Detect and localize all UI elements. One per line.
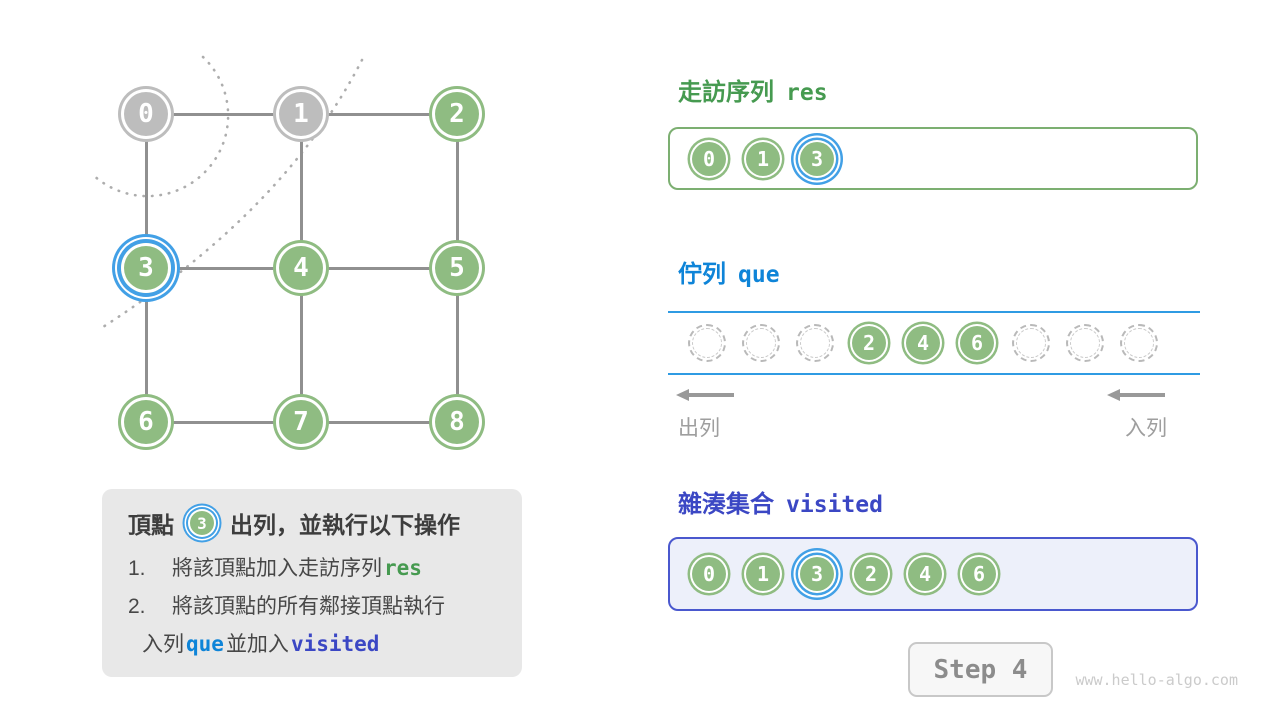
queue-title-code: que: [738, 262, 780, 288]
graph-node-8: 8: [432, 397, 482, 447]
graph-node-5: 5: [432, 243, 482, 293]
graph-node-2: 2: [432, 89, 482, 139]
note-code-token: visited: [290, 632, 380, 656]
value-circle: 0: [690, 555, 728, 593]
note-code-token: que: [186, 632, 224, 656]
note-line-3: 入列 que 並加入 visited: [128, 632, 522, 657]
graph-node-7: 7: [276, 397, 326, 447]
queue-slot-empty-slot: [1010, 322, 1052, 364]
queue-section-title: 佇列 que: [678, 254, 780, 289]
queue-title-zh: 佇列: [678, 261, 726, 288]
empty-slot-icon: [1120, 324, 1158, 362]
queue-slot-circle-2: 2: [848, 322, 890, 364]
value-circle: 6: [958, 324, 996, 362]
empty-slot-icon: [1012, 324, 1050, 362]
enqueue-label: 入列: [1125, 417, 1167, 440]
note-text: 入列: [142, 633, 184, 656]
note-title-suffix: 出列，並執行以下操作: [230, 512, 460, 538]
visited-item-circle-3: 3: [796, 553, 838, 595]
graph-node-3: 3: [121, 243, 171, 293]
value-circle: 2: [850, 324, 888, 362]
note-text: 並加入: [225, 633, 289, 656]
note-title-prefix: 頂點: [128, 512, 174, 538]
note-line-number: 1.: [128, 557, 146, 580]
value-circle: 3: [798, 139, 836, 178]
res-item-circle-1: 1: [742, 138, 784, 180]
graph-edge-3-4: [146, 266, 301, 270]
note-line-2: 2. 將該頂點的所有鄰接頂點執行: [128, 594, 522, 619]
queue-slot-empty-slot: [1064, 322, 1106, 364]
empty-slot-icon: [796, 324, 834, 362]
empty-slot-icon: [742, 324, 780, 362]
note-code-token: res: [384, 556, 422, 580]
queue-slot-empty-slot: [740, 322, 782, 364]
queue-slot-empty-slot: [686, 322, 728, 364]
graph-edge-0-3: [144, 114, 148, 268]
watermark: www.hello-algo.com: [1075, 671, 1238, 689]
visited-item-circle-4: 4: [904, 553, 946, 595]
visited-item-circle-2: 2: [850, 553, 892, 595]
res-item-circle-0: 0: [688, 138, 730, 180]
graph-node-4: 4: [276, 243, 326, 293]
queue-slot-empty-slot: [794, 322, 836, 364]
value-circle: 4: [904, 324, 942, 362]
visited-title-zh: 雜湊集合: [678, 491, 774, 518]
queue-slot-empty-slot: [1118, 322, 1160, 364]
queue-slot-circle-6: 6: [956, 322, 998, 364]
graph-edge-0-1: [146, 112, 301, 116]
note-line-number: 2.: [128, 595, 146, 618]
graph-node-1: 1: [276, 89, 326, 139]
note-title: 頂點 3 出列，並執行以下操作: [128, 503, 522, 543]
bfs-layer-arc-inner: [90, 55, 230, 198]
note-text: 將該頂點加入走訪序列: [172, 557, 382, 580]
visited-title-code: visited: [786, 492, 883, 518]
graph-edge-4-7: [299, 268, 303, 422]
value-circle: 4: [906, 555, 944, 593]
res-item-circle-3: 3: [796, 138, 838, 180]
graph-edge-7-8: [301, 420, 457, 424]
note-text: 將該頂點的所有鄰接頂點執行: [172, 595, 445, 618]
empty-slot-icon: [1066, 324, 1104, 362]
empty-slot-icon: [688, 324, 726, 362]
res-title-zh: 走訪序列: [678, 79, 774, 106]
res-title-code: res: [786, 80, 828, 106]
res-section-title: 走訪序列 res: [678, 72, 828, 107]
dequeue-arrow-icon: [676, 389, 734, 401]
graph-edge-3-6: [144, 268, 148, 422]
queue-slot-circle-4: 4: [902, 322, 944, 364]
dequeue-label: 出列: [678, 417, 720, 440]
visited-item-circle-6: 6: [958, 553, 1000, 595]
step-badge: Step 4: [908, 642, 1053, 697]
note-box: 頂點 3 出列，並執行以下操作 1. 將該頂點加入走訪序列 res 2. 將該頂點的所…: [102, 489, 522, 677]
graph-edge-2-5: [455, 114, 459, 268]
graph-node-0: 0: [121, 89, 171, 139]
note-line-1: 1. 將該頂點加入走訪序列 res: [128, 556, 522, 581]
bfs-layer-arcs: [90, 55, 364, 329]
graph-node-6: 6: [121, 397, 171, 447]
graph-edge-6-7: [146, 420, 301, 424]
graph-edge-4-5: [301, 266, 457, 270]
visited-section-title: 雜湊集合 visited: [678, 484, 883, 519]
note-lines: 1. 將該頂點加入走訪序列 res 2. 將該頂點的所有鄰接頂點執行入列 que 並加…: [128, 556, 522, 657]
value-circle: 6: [960, 555, 998, 593]
graph-edge-1-2: [301, 112, 457, 116]
graph: 0 1 2 3 4 5 6 7 8: [0, 0, 560, 480]
value-circle: 0: [690, 139, 728, 178]
graph-edge-1-4: [299, 114, 303, 268]
value-circle: 1: [744, 139, 782, 178]
graph-edge-5-8: [455, 268, 459, 422]
value-circle: 2: [852, 555, 890, 593]
enqueue-arrow-icon: [1107, 389, 1165, 401]
value-circle: 1: [744, 555, 782, 593]
note-vertex-circle: 3: [188, 509, 216, 537]
value-circle: 3: [798, 555, 836, 593]
visited-item-circle-0: 0: [688, 553, 730, 595]
visited-item-circle-1: 1: [742, 553, 784, 595]
